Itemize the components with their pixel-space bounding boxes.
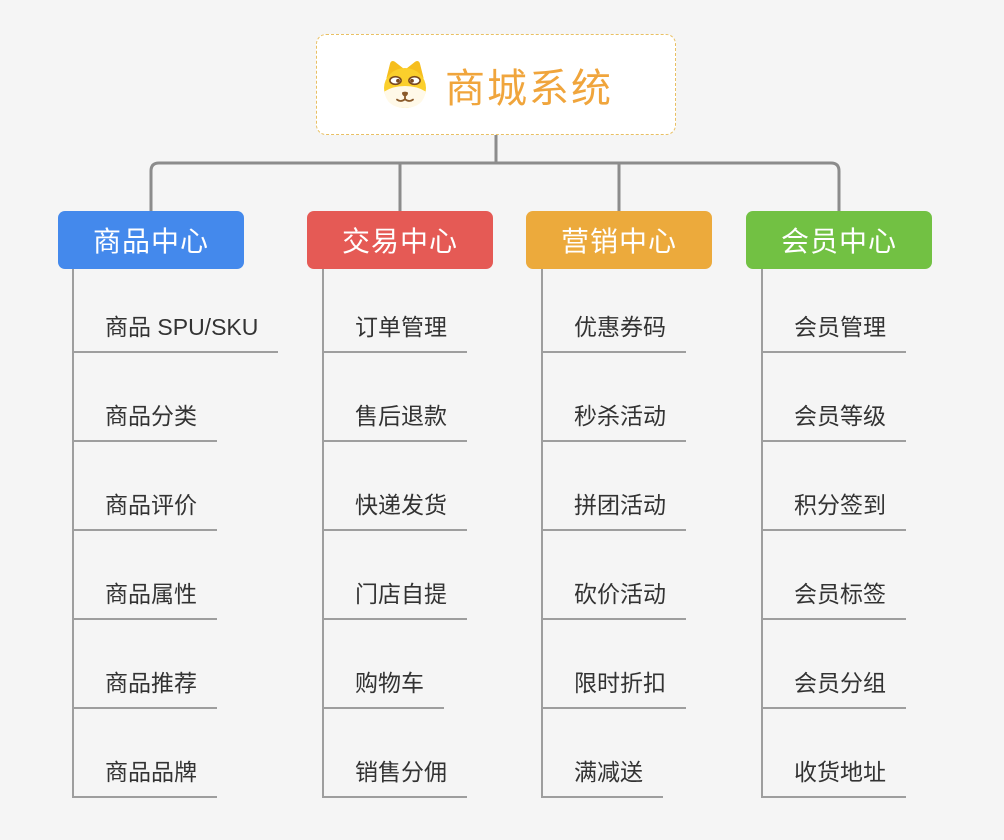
branch-label: 交易中心 [341,226,458,257]
leaf-node-product-recommend[interactable]: 商品推荐 [72,664,217,709]
leaf-node-full-reduction[interactable]: 满减送 [541,753,663,798]
leaf-node-coupon-code[interactable]: 优惠券码 [541,308,686,353]
branch-trunk-line [541,269,543,798]
leaf-node-member-management[interactable]: 会员管理 [761,308,906,353]
leaf-node-shopping-cart[interactable]: 购物车 [322,664,444,709]
dog-face-icon [379,60,431,109]
branch-node-trade-center[interactable]: 交易中心 [307,211,493,269]
leaf-node-member-level[interactable]: 会员等级 [761,397,906,442]
leaf-node-express-delivery[interactable]: 快递发货 [322,486,467,531]
leaf-label: 秒杀活动 [574,403,666,429]
leaf-node-member-group[interactable]: 会员分组 [761,664,906,709]
leaf-node-sales-commission[interactable]: 销售分佣 [322,753,467,798]
leaf-column-marketing: 优惠券码 秒杀活动 拼团活动 砍价活动 限时折扣 满减送 [541,264,686,798]
leaf-node-order-management[interactable]: 订单管理 [322,308,467,353]
leaf-node-product-attribute[interactable]: 商品属性 [72,575,217,620]
branch-node-product-center[interactable]: 商品中心 [58,211,244,269]
leaf-label: 积分签到 [794,492,886,518]
leaf-node-flash-sale[interactable]: 秒杀活动 [541,397,686,442]
leaf-label: 优惠券码 [574,314,666,340]
leaf-label: 商品品牌 [105,759,197,785]
leaf-column-member: 会员管理 会员等级 积分签到 会员标签 会员分组 收货地址 [761,264,906,798]
leaf-label: 商品属性 [105,581,197,607]
leaf-label: 商品评价 [105,492,197,518]
leaf-label: 限时折扣 [574,670,666,696]
leaf-node-product-brand[interactable]: 商品品牌 [72,753,217,798]
leaf-label: 会员管理 [794,314,886,340]
leaf-node-product-spu-sku[interactable]: 商品 SPU/SKU [72,308,279,353]
leaf-node-after-sale-refund[interactable]: 售后退款 [322,397,467,442]
leaf-label: 快递发货 [355,492,447,518]
branch-label: 会员中心 [780,226,897,257]
branch-node-marketing-center[interactable]: 营销中心 [526,211,712,269]
leaf-node-points-checkin[interactable]: 积分签到 [761,486,906,531]
leaf-node-bargain-activity[interactable]: 砍价活动 [541,575,686,620]
leaf-node-store-pickup[interactable]: 门店自提 [322,575,467,620]
root-title: 商城系统 [445,66,613,111]
leaf-node-limited-time-discount[interactable]: 限时折扣 [541,664,686,709]
leaf-label: 会员分组 [794,670,886,696]
leaf-label: 售后退款 [355,403,447,429]
leaf-label: 门店自提 [355,581,447,607]
branch-node-member-center[interactable]: 会员中心 [746,211,932,269]
branch-rail-line [149,161,841,211]
leaf-column-product: 商品 SPU/SKU 商品分类 商品评价 商品属性 商品推荐 商品品牌 [72,264,279,798]
root-node[interactable]: 商城系统 [316,34,676,135]
branch-label: 商品中心 [92,226,209,257]
branch-trunk-line [761,269,763,798]
branch-trunk-line [72,269,74,798]
leaf-label: 订单管理 [355,314,447,340]
branch-trunk-line [322,269,324,798]
leaf-label: 商品推荐 [105,670,197,696]
leaf-label: 商品 SPU/SKU [105,314,259,340]
branch-label: 营销中心 [560,226,677,257]
leaf-column-trade: 订单管理 售后退款 快递发货 门店自提 购物车 销售分佣 [322,264,467,798]
leaf-node-group-buy[interactable]: 拼团活动 [541,486,686,531]
leaf-node-shipping-address[interactable]: 收货地址 [761,753,906,798]
leaf-label: 拼团活动 [574,492,666,518]
leaf-label: 满减送 [574,759,643,785]
leaf-label: 砍价活动 [574,581,666,607]
leaf-label: 会员等级 [794,403,886,429]
leaf-node-member-tag[interactable]: 会员标签 [761,575,906,620]
leaf-node-product-review[interactable]: 商品评价 [72,486,217,531]
leaf-label: 销售分佣 [355,759,447,785]
leaf-label: 购物车 [355,670,424,696]
leaf-label: 商品分类 [105,403,197,429]
leaf-label: 收货地址 [794,759,886,785]
leaf-label: 会员标签 [794,581,886,607]
leaf-node-product-category[interactable]: 商品分类 [72,397,217,442]
